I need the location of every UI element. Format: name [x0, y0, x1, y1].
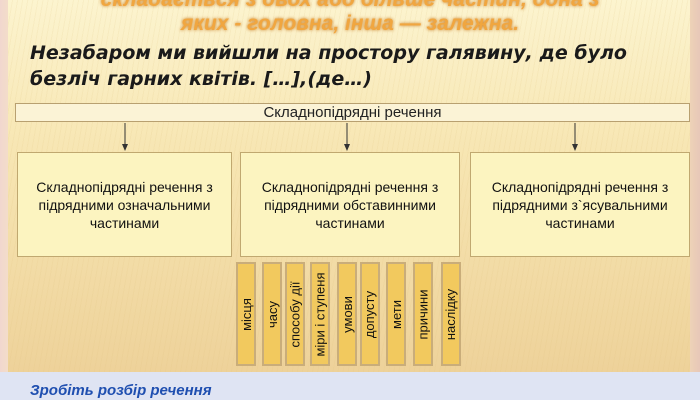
heading-line-1: складається з двох або більше частин, од… [0, 0, 700, 12]
subtype-node: наслідку [441, 262, 461, 366]
arrow-icon [572, 123, 578, 151]
task-text: Зробіть розбір речення [30, 382, 212, 399]
sentence-line-2: безліч гарних квітів. […],(де…) [30, 68, 372, 90]
root-node: Складнопідрядні речення [15, 103, 690, 122]
heading-line-2: яких - головна, інша — залежна. [180, 12, 520, 35]
subtype-node: умови [337, 262, 357, 366]
arrow-icon [344, 123, 350, 151]
arrow-icon [122, 123, 128, 151]
subtype-node: причини [413, 262, 433, 366]
sentence-line-1: Незабаром ми вийшли на простору галявину… [30, 42, 627, 64]
type-node-adverbial: Складнопідрядні речення з підрядними обс… [240, 152, 460, 257]
type-node-explanatory: Складнопідрядні речення з підрядними з`я… [470, 152, 690, 257]
subtype-node: міри і ступеня [310, 262, 330, 366]
subtype-node: допусту [360, 262, 380, 366]
subtype-node: місця [236, 262, 256, 366]
slide: складається з двох або більше частин, од… [0, 0, 700, 372]
subtype-node: мети [386, 262, 406, 366]
type-node-attributive: Складнопідрядні речення з підрядними озн… [17, 152, 232, 257]
subtype-node: часу [262, 262, 282, 366]
subtype-node: способу дії [285, 262, 305, 366]
example-sentence: Незабаром ми вийшли на простору галявину… [30, 40, 690, 92]
